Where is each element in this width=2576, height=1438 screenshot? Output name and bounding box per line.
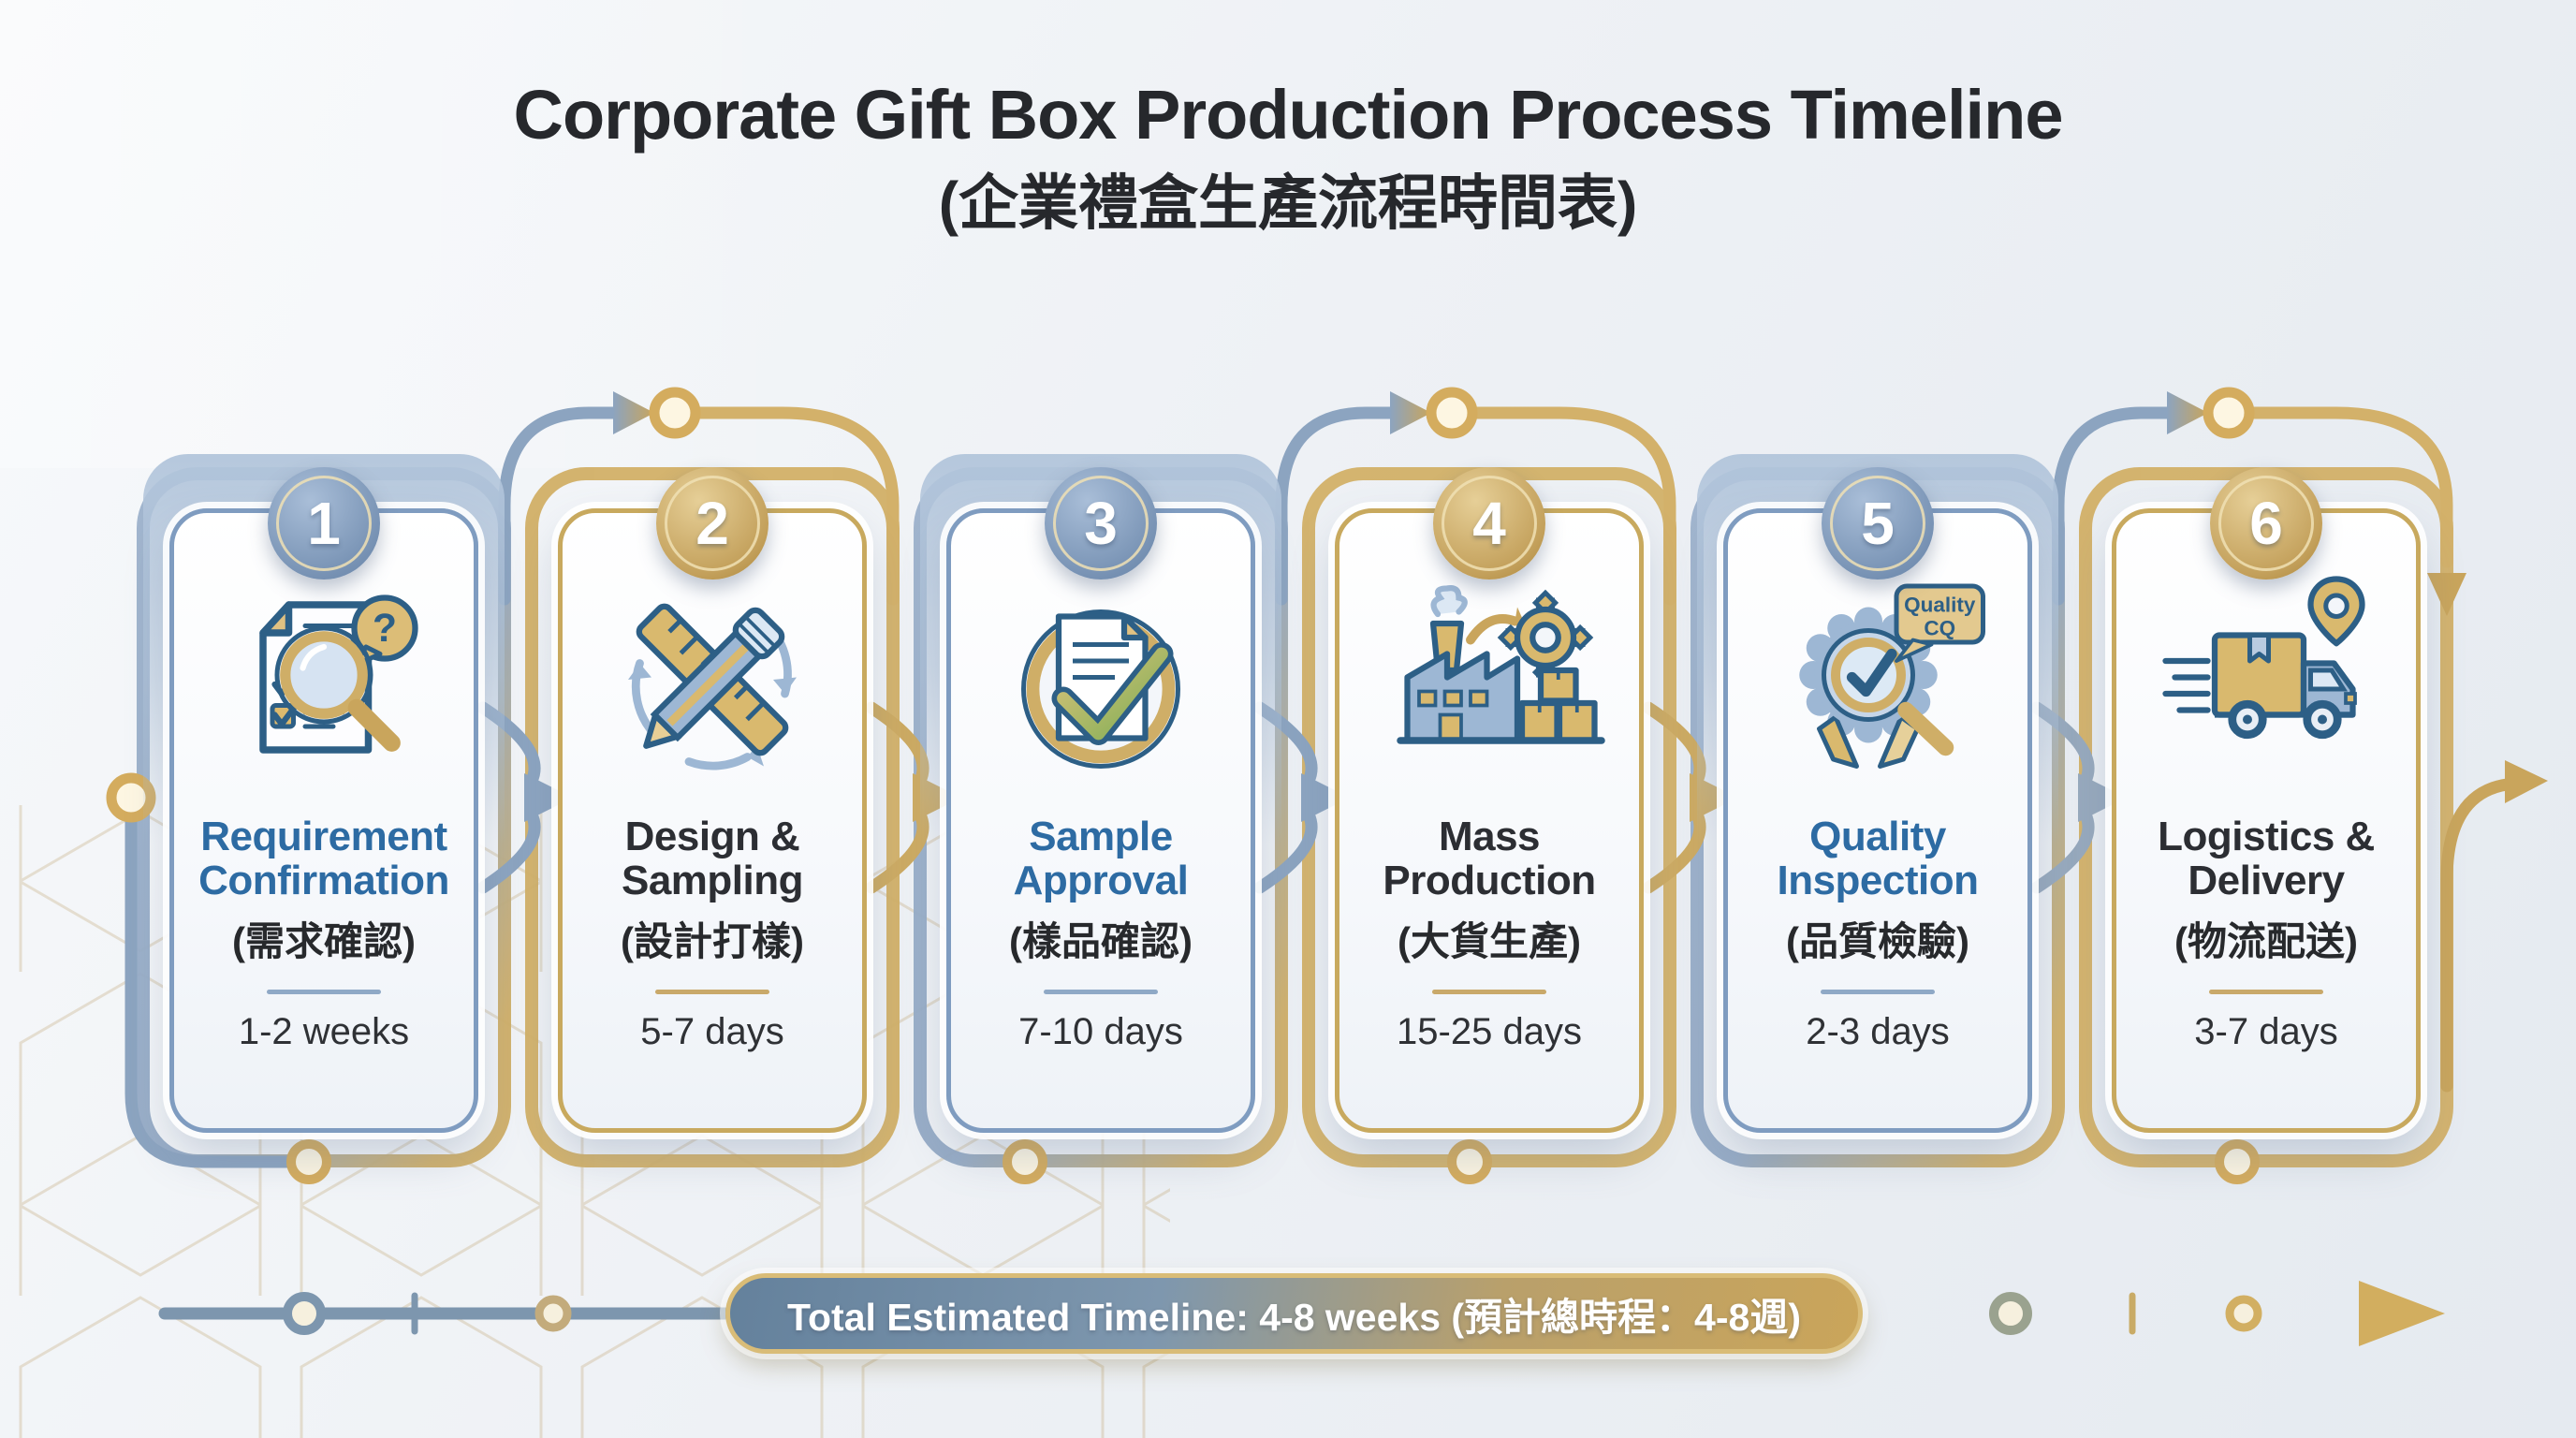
step-duration: 3-7 days	[2194, 1011, 2338, 1053]
bottom-nodes	[286, 1139, 2260, 1184]
step-number-badge: 2	[656, 467, 768, 580]
card-icon-slot: ?	[187, 545, 461, 814]
step-number: 3	[1084, 490, 1118, 557]
card-body: Quality CQ Quality Inspection (品質檢驗) 2-3…	[1723, 508, 2032, 1133]
requirement-document-magnifier-icon: ?	[259, 594, 418, 754]
svg-text:?: ?	[373, 607, 397, 651]
step-duration: 5-7 days	[640, 1011, 784, 1053]
card-divider	[1432, 990, 1546, 995]
step-number-badge: 6	[2210, 467, 2322, 580]
arc-nodes	[649, 387, 2255, 439]
step-number-badge: 4	[1433, 467, 1545, 580]
card-divider	[2209, 990, 2323, 995]
step-title-zh: (需求確認)	[232, 919, 416, 964]
step-title-en: Sample Approval	[1013, 814, 1189, 904]
card-divider	[267, 990, 381, 995]
card-divider	[655, 990, 769, 995]
quality-badge-icon: Quality CQ	[1799, 583, 1985, 769]
approved-document-icon	[1021, 609, 1180, 769]
card-icon-slot: Quality CQ	[1741, 545, 2014, 814]
pencil-ruler-icon	[628, 603, 797, 770]
quality-tag-line1: Quality	[1904, 594, 1976, 617]
step-number: 4	[1472, 490, 1506, 557]
step-duration: 1-2 weeks	[238, 1011, 410, 1053]
quality-tag-line2: CQ	[1924, 617, 1955, 640]
process-step-card-5: Quality CQ Quality Inspection (品質檢驗) 2-3…	[1697, 454, 2058, 1177]
page-title-chinese: (企業禮盒生產流程時間表)	[938, 169, 1638, 237]
page-title: Corporate Gift Box Production Process Ti…	[513, 76, 2064, 154]
step-title-zh: (物流配送)	[2174, 919, 2358, 964]
step-duration: 2-3 days	[1806, 1011, 1950, 1053]
card-divider	[1044, 990, 1158, 995]
factory-icon	[1397, 584, 1605, 744]
card-body: Design & Sampling (設計打樣) 5-7 days	[558, 508, 867, 1133]
step-duration: 15-25 days	[1397, 1011, 1582, 1053]
card-body: Sample Approval (樣品確認) 7-10 days	[946, 508, 1255, 1133]
exit-arrows	[2427, 573, 2548, 1093]
step-title-en: Design & Sampling	[621, 814, 804, 904]
step-title-zh: (品質檢驗)	[1786, 919, 1969, 964]
card-divider	[1821, 990, 1935, 995]
step-number-badge: 3	[1045, 467, 1157, 580]
step-number: 6	[2249, 490, 2283, 557]
process-step-card-1: ? Requirement Confirmation (需求確認) 1-2 we…	[143, 454, 505, 1177]
process-step-card-3: Sample Approval (樣品確認) 7-10 days 3	[920, 454, 1281, 1177]
process-step-card-6: Logistics & Delivery (物流配送) 3-7 days 6	[2086, 454, 2447, 1177]
card-body: ? Requirement Confirmation (需求確認) 1-2 we…	[169, 508, 478, 1133]
step-title-en: Mass Production	[1383, 814, 1596, 904]
quality-tag: Quality CQ	[1894, 583, 1985, 663]
card-body: Mass Production (大貨生產) 15-25 days	[1335, 508, 1644, 1133]
top-arc-connectors	[498, 391, 2453, 606]
step-number: 5	[1861, 490, 1895, 557]
step-number-badge: 5	[1822, 467, 1934, 580]
summary-timeline	[158, 1281, 2445, 1346]
delivery-truck-icon	[2162, 576, 2365, 740]
card-icon-slot	[1353, 545, 1626, 814]
step-duration: 7-10 days	[1018, 1011, 1183, 1053]
step-number: 1	[307, 490, 341, 557]
step-title-zh: (樣品確認)	[1009, 919, 1193, 964]
step-title-en: Quality Inspection	[1777, 814, 1979, 904]
page-header: Corporate Gift Box Production Process Ti…	[0, 79, 2576, 236]
process-step-card-2: Design & Sampling (設計打樣) 5-7 days 2	[532, 454, 893, 1177]
card-body: Logistics & Delivery (物流配送) 3-7 days	[2112, 508, 2421, 1133]
total-timeline-pill: Total Estimated Timeline: 4-8 weeks (預計總…	[725, 1273, 1863, 1354]
step-number-badge: 1	[268, 467, 380, 580]
start-node	[106, 772, 315, 1168]
step-title-zh: (大貨生產)	[1398, 919, 1581, 964]
process-step-card-4: Mass Production (大貨生產) 15-25 days 4	[1309, 454, 1670, 1177]
step-title-en: Logistics & Delivery	[2158, 814, 2375, 904]
card-icon-slot	[2130, 545, 2403, 814]
step-title-en: Requirement Confirmation	[198, 814, 449, 904]
card-icon-slot	[576, 545, 849, 814]
step-title-zh: (設計打樣)	[621, 919, 804, 964]
card-icon-slot	[964, 545, 1237, 814]
total-timeline-label: Total Estimated Timeline: 4-8 weeks (預計總…	[787, 1296, 1801, 1339]
step-number: 2	[695, 490, 729, 557]
